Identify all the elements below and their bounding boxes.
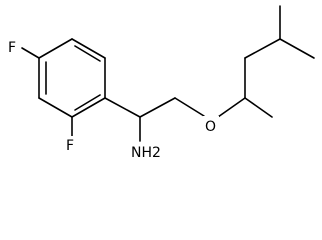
benzene-ring [38,38,106,118]
ring-bond-c6-c1 [38,38,73,59]
molecule-canvas: F F O NH2 [6,5,315,161]
structure-diagram: F F O NH2 [6,5,315,161]
ring-bond-c1-c2 [71,38,106,59]
atom-amine: NH2 [130,142,161,161]
fluorine-top-label: F [8,40,16,56]
bond-ch-to-methyl [244,97,273,118]
ring-bond-c1-c2-inner [74,45,101,62]
oxygen-label: O [205,119,216,135]
bond-ring-to-chiral-carbon [104,97,141,118]
atom-fluorine-bottom: F [64,136,78,154]
atom-oxygen: O [203,116,219,135]
bond-ch2-to-isopropyl [244,38,281,59]
ring-bond-c3-c4-inner [74,94,101,111]
bond-oxygen-to-ch [217,97,246,118]
ring-bond-c3-c4 [71,97,106,118]
atom-fluorine-top: F [6,38,20,56]
bond-isopropyl-to-methyl-right [279,38,315,59]
amine-label: NH2 [131,145,161,161]
fluorine-bottom-label: F [66,138,74,154]
bond-ring-to-fluorine-top [21,47,40,59]
ring-bond-c4-c5 [38,97,73,118]
bond-chiral-to-ch2 [139,97,176,118]
bond-ch2-to-oxygen [174,97,205,117]
